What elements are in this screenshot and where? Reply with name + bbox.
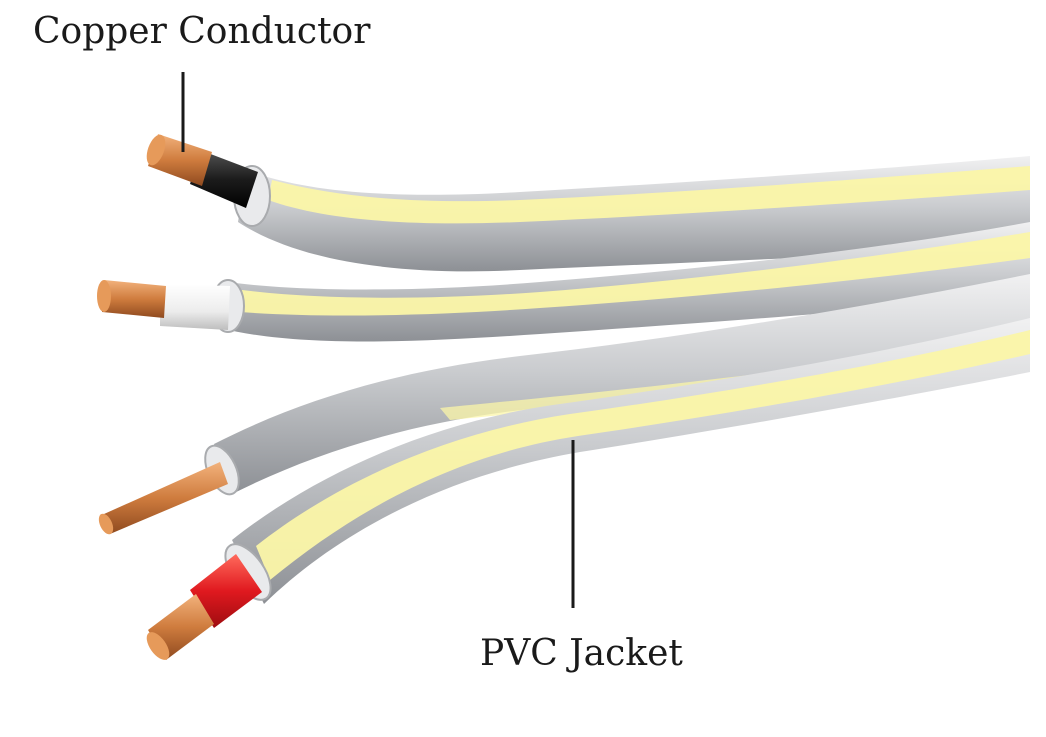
copper-solid bbox=[104, 462, 228, 534]
wire-red bbox=[146, 318, 1030, 660]
copper-conductor-label: Copper Conductor bbox=[33, 11, 371, 52]
jacket-stripe bbox=[268, 166, 1030, 224]
jacket-stripe bbox=[240, 232, 1030, 316]
copper-end bbox=[146, 632, 170, 660]
white-insulation bbox=[160, 284, 230, 330]
pvc-jacket-body bbox=[214, 274, 1030, 494]
copper-strands bbox=[102, 280, 166, 318]
jacket-stripe bbox=[256, 330, 1030, 580]
copper-end bbox=[146, 134, 166, 166]
wire-black bbox=[146, 134, 1030, 272]
pvc-jacket-label: PVC Jacket bbox=[480, 633, 683, 674]
copper-end bbox=[98, 513, 114, 535]
copper-end bbox=[97, 280, 111, 312]
red-insulation bbox=[190, 554, 262, 628]
